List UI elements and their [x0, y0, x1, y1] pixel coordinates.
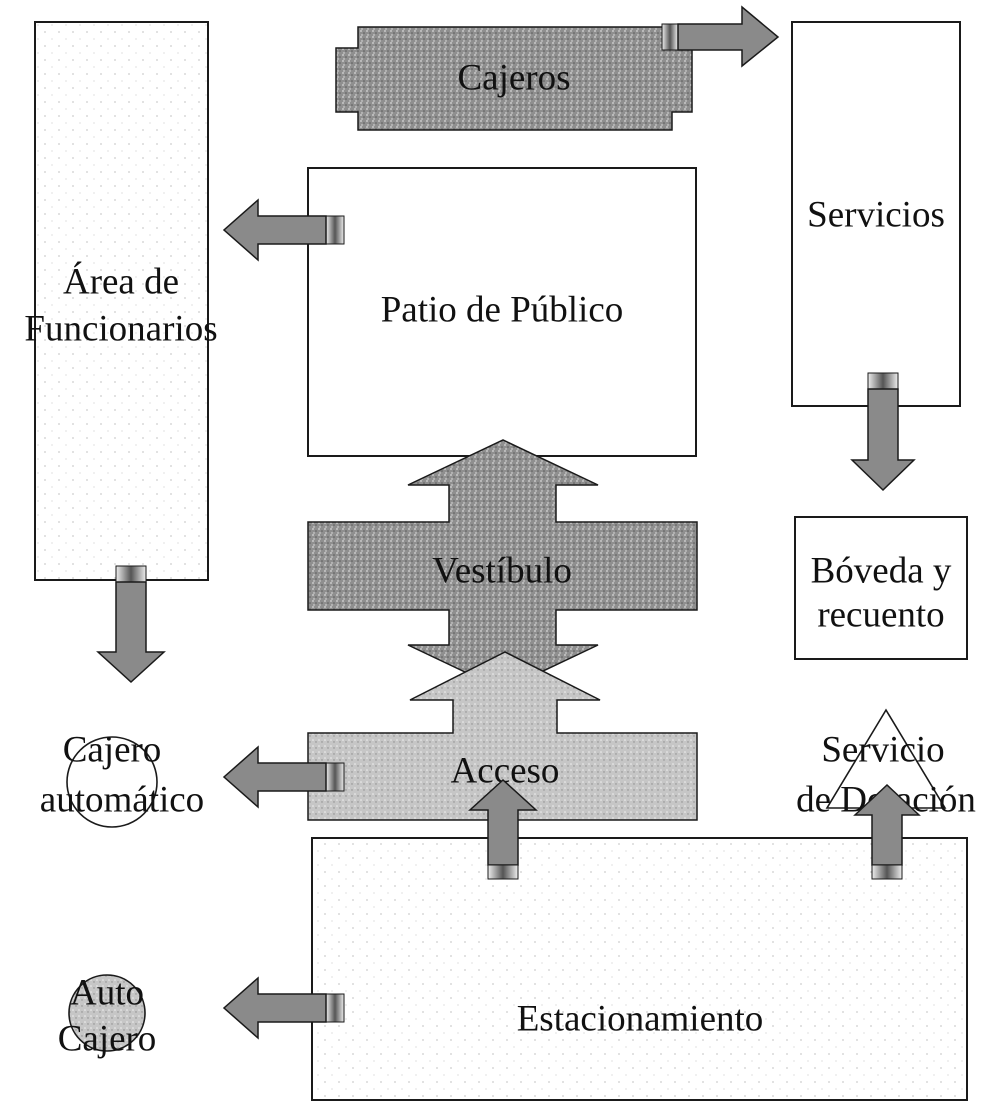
area-funcionarios-label-line1: Área de	[63, 260, 179, 302]
arrow-acceso-to-cajero-automatico	[222, 745, 345, 809]
arrow-patio-to-funcionarios	[222, 198, 345, 262]
area-estacionamiento: Estacionamiento	[311, 837, 968, 1101]
area-funcionarios: Área de Funcionarios	[24, 21, 218, 581]
area-estacionamiento-label: Estacionamiento	[517, 998, 764, 1039]
area-boveda-label-line1: Bóveda y	[811, 550, 952, 591]
arrow-funcionarios-to-cajero-automatico	[96, 565, 166, 684]
arrow-estacionamiento-to-acceso	[468, 778, 538, 880]
area-cajero-automatico-label-line1: Cajero	[63, 729, 162, 770]
area-funcionarios-label-line2: Funcionarios	[24, 308, 217, 349]
area-auto-cajero-label-line1: Auto	[70, 972, 144, 1013]
area-boveda-y-recuento: Bóveda y recuento	[794, 516, 968, 660]
area-patio-label: Patio de Público	[381, 289, 624, 330]
area-servicios: Servicios	[791, 21, 961, 407]
arrow-cajeros-to-servicios	[661, 5, 780, 68]
area-auto-cajero-label-line2: Cajero	[58, 1018, 157, 1059]
area-auto-cajero: Auto Cajero	[58, 972, 157, 1059]
area-cajeros: Cajeros	[335, 26, 693, 131]
area-acceso: Acceso	[307, 651, 698, 821]
arrow-estacionamiento-to-auto-cajero	[222, 976, 345, 1040]
area-vestibulo-label: Vestíbulo	[432, 550, 572, 591]
area-cajero-automatico-label-line2: automático	[40, 779, 204, 820]
area-cajero-automatico: Cajero automático	[40, 729, 204, 828]
area-vestibulo: Vestíbulo	[307, 439, 698, 691]
arrow-estacionamiento-to-servicio-dotacion	[853, 783, 921, 880]
arrow-servicios-to-boveda	[850, 372, 916, 492]
area-cajeros-label: Cajeros	[457, 57, 570, 98]
area-servicios-label: Servicios	[807, 194, 945, 235]
area-patio-de-publico: Patio de Público	[307, 167, 697, 457]
area-boveda-label-line2: recuento	[817, 594, 944, 635]
area-servicio-dotacion-label-line1: Servicio	[821, 729, 944, 770]
